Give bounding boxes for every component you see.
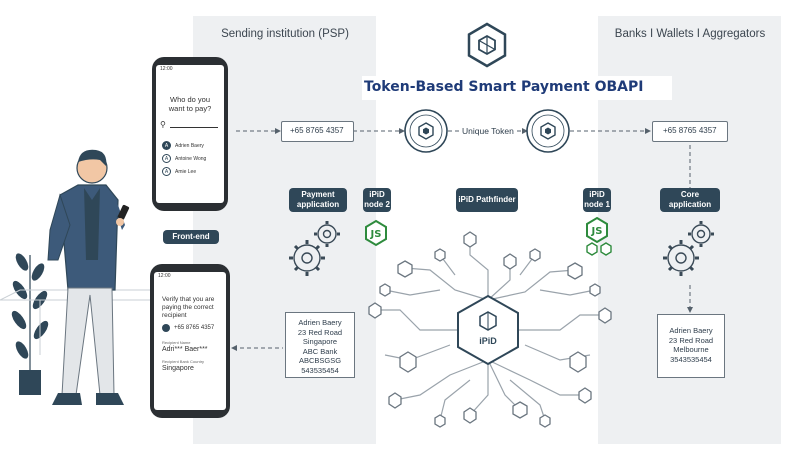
svg-text:JS: JS xyxy=(370,229,382,240)
pay-question: Who do you want to pay? xyxy=(168,95,212,113)
person-illustration xyxy=(0,149,161,405)
recipient-row: +65 8765 4357 xyxy=(162,324,214,332)
recipient-name-label: Recipient Name xyxy=(162,340,191,345)
phone-top-screen: 12:00 Who do you want to pay? ⚲ A Adrien… xyxy=(156,65,224,203)
receipt-line: 23 Red Road xyxy=(297,327,343,337)
receipt-line: Adrien Baery xyxy=(669,326,713,335)
receipt-left-lines: Adrien Baery 23 Red Road Singapore ABC B… xyxy=(286,318,354,375)
nodejs-icon-node2: JS xyxy=(365,219,387,247)
phone-number-left-text: +65 8765 4357 xyxy=(290,126,344,135)
phone-top: 12:00 Who do you want to pay? ⚲ A Adrien… xyxy=(152,57,228,211)
nodejs-icon-node1: JS xyxy=(586,216,608,244)
contact-item[interactable]: A Amie Lee xyxy=(162,165,222,178)
ipid-pathfinder-label: iPiD Pathfinder xyxy=(456,188,518,212)
contact-list: A Adrien Baery A Antoine Wong A Amie Lee xyxy=(162,139,222,178)
phone-number-right: +65 8765 4357 xyxy=(652,121,728,142)
page-title: Token-Based Smart Payment OBAPI xyxy=(362,76,672,100)
token-circle-right-icon xyxy=(526,109,570,153)
receipt-line: ABCBSGSG xyxy=(298,356,342,365)
banks-panel-title: Banks I Wallets I Aggregators xyxy=(614,28,766,40)
phone-number-right-text: +65 8765 4357 xyxy=(663,126,717,135)
contact-item[interactable]: A Antoine Wong xyxy=(162,152,222,165)
status-time: 12:00 xyxy=(160,66,173,72)
phone-number-left: +65 8765 4357 xyxy=(281,121,354,142)
phone-bottom: 12:00 Verify that you are paying the cor… xyxy=(150,264,230,418)
receipt-left: Adrien Baery 23 Red Road Singapore ABC B… xyxy=(285,312,355,378)
ipid-node1-label: iPiD node 1 xyxy=(583,188,611,212)
contact-item[interactable]: A Adrien Baery xyxy=(162,139,222,152)
avatar: A xyxy=(162,167,171,176)
recipient-name: Adri*** Baer*** xyxy=(162,346,208,353)
search-icon[interactable]: ⚲ xyxy=(160,120,166,129)
token-circle-left-icon xyxy=(404,109,448,153)
phone-bottom-screen: 12:00 Verify that you are paying the cor… xyxy=(154,272,226,410)
nodejs-small-icon-b xyxy=(600,242,612,256)
circuit-network xyxy=(375,240,605,421)
front-end-label: Front-end xyxy=(163,230,219,244)
receipt-line: Melbourne xyxy=(673,345,709,354)
receipt-line: 3543535454 xyxy=(670,354,712,364)
receipt-line: Singapore xyxy=(302,337,338,346)
gear-icon-left xyxy=(289,221,340,276)
search-input[interactable] xyxy=(170,127,218,128)
unique-token-label: Unique Token xyxy=(459,126,517,136)
gear-icon-right xyxy=(663,221,714,276)
recipient-phone: +65 8765 4357 xyxy=(174,325,215,331)
ipid-logo-icon xyxy=(467,22,507,68)
payment-application-label: Payment application xyxy=(289,188,347,212)
ipid-center-label: iPiD xyxy=(479,336,497,346)
ipid-node2-label: iPiD node 2 xyxy=(363,188,391,212)
receipt-line: Adrien Baery xyxy=(298,318,342,327)
svg-text:JS: JS xyxy=(591,226,603,237)
receipt-right-lines: Adrien Baery 23 Red Road Melbourne 35435… xyxy=(658,326,724,364)
receipt-line: ABC Bank xyxy=(302,346,338,356)
nodejs-small-icon-a xyxy=(586,242,598,256)
verify-heading: Verify that you are paying the correct r… xyxy=(162,296,215,319)
contact-name: Adrien Baery xyxy=(175,142,204,149)
recipient-country-label: Recipient Bank Country xyxy=(162,359,205,364)
circuit-nodes xyxy=(368,231,612,428)
core-application-label: Core application xyxy=(660,188,720,212)
recipient-country: Singapore xyxy=(162,365,194,372)
avatar xyxy=(162,324,170,332)
ipid-center-hex xyxy=(457,294,519,366)
contact-name: Amie Lee xyxy=(175,168,197,175)
receipt-line: 543535454 xyxy=(301,365,339,375)
avatar: A xyxy=(162,141,171,150)
avatar: A xyxy=(162,154,171,163)
receipt-right: Adrien Baery 23 Red Road Melbourne 35435… xyxy=(657,314,725,378)
receipt-line: 23 Red Road xyxy=(668,335,714,345)
psp-panel-title: Sending institution (PSP) xyxy=(221,28,349,40)
contact-name: Antoine Wong xyxy=(175,155,207,162)
status-time: 12:00 xyxy=(158,273,171,279)
